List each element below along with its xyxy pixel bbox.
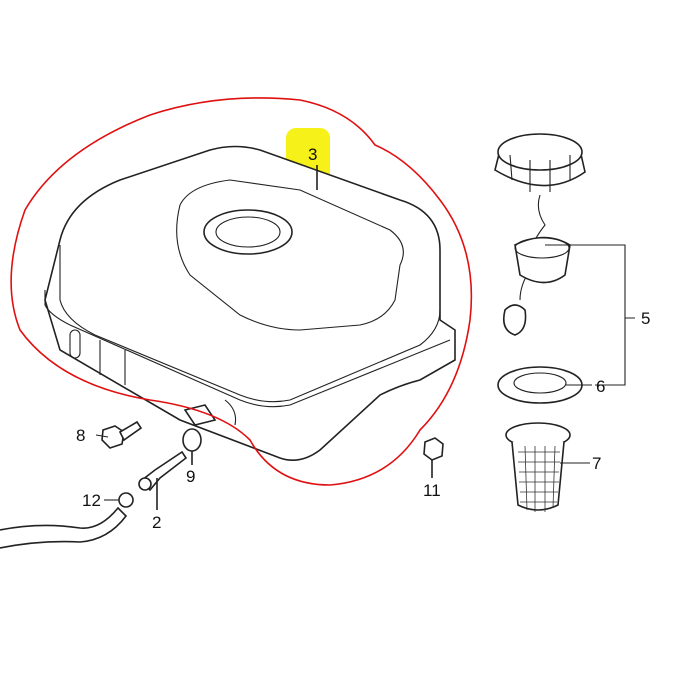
red-outline-marker <box>10 97 473 486</box>
callout-2: 2 <box>152 513 161 532</box>
callout-3: 3 <box>308 145 317 164</box>
fuel-hose <box>0 506 128 549</box>
callout-9: 9 <box>186 467 195 486</box>
washer <box>182 428 202 452</box>
leader-lines <box>95 165 635 510</box>
callout-8: 8 <box>76 426 85 445</box>
callout-5: 5 <box>641 309 650 328</box>
nut <box>423 437 444 461</box>
fuel-cap <box>494 133 586 336</box>
bolt <box>101 420 143 449</box>
fuel-tank <box>44 145 456 461</box>
fuel-strainer <box>505 422 571 512</box>
callout-12: 12 <box>82 491 101 510</box>
hose-clip <box>118 492 134 508</box>
callout-6: 6 <box>596 377 605 396</box>
callout-7: 7 <box>592 454 601 473</box>
callout-11: 11 <box>423 481 441 500</box>
fuel-cock <box>138 450 188 492</box>
